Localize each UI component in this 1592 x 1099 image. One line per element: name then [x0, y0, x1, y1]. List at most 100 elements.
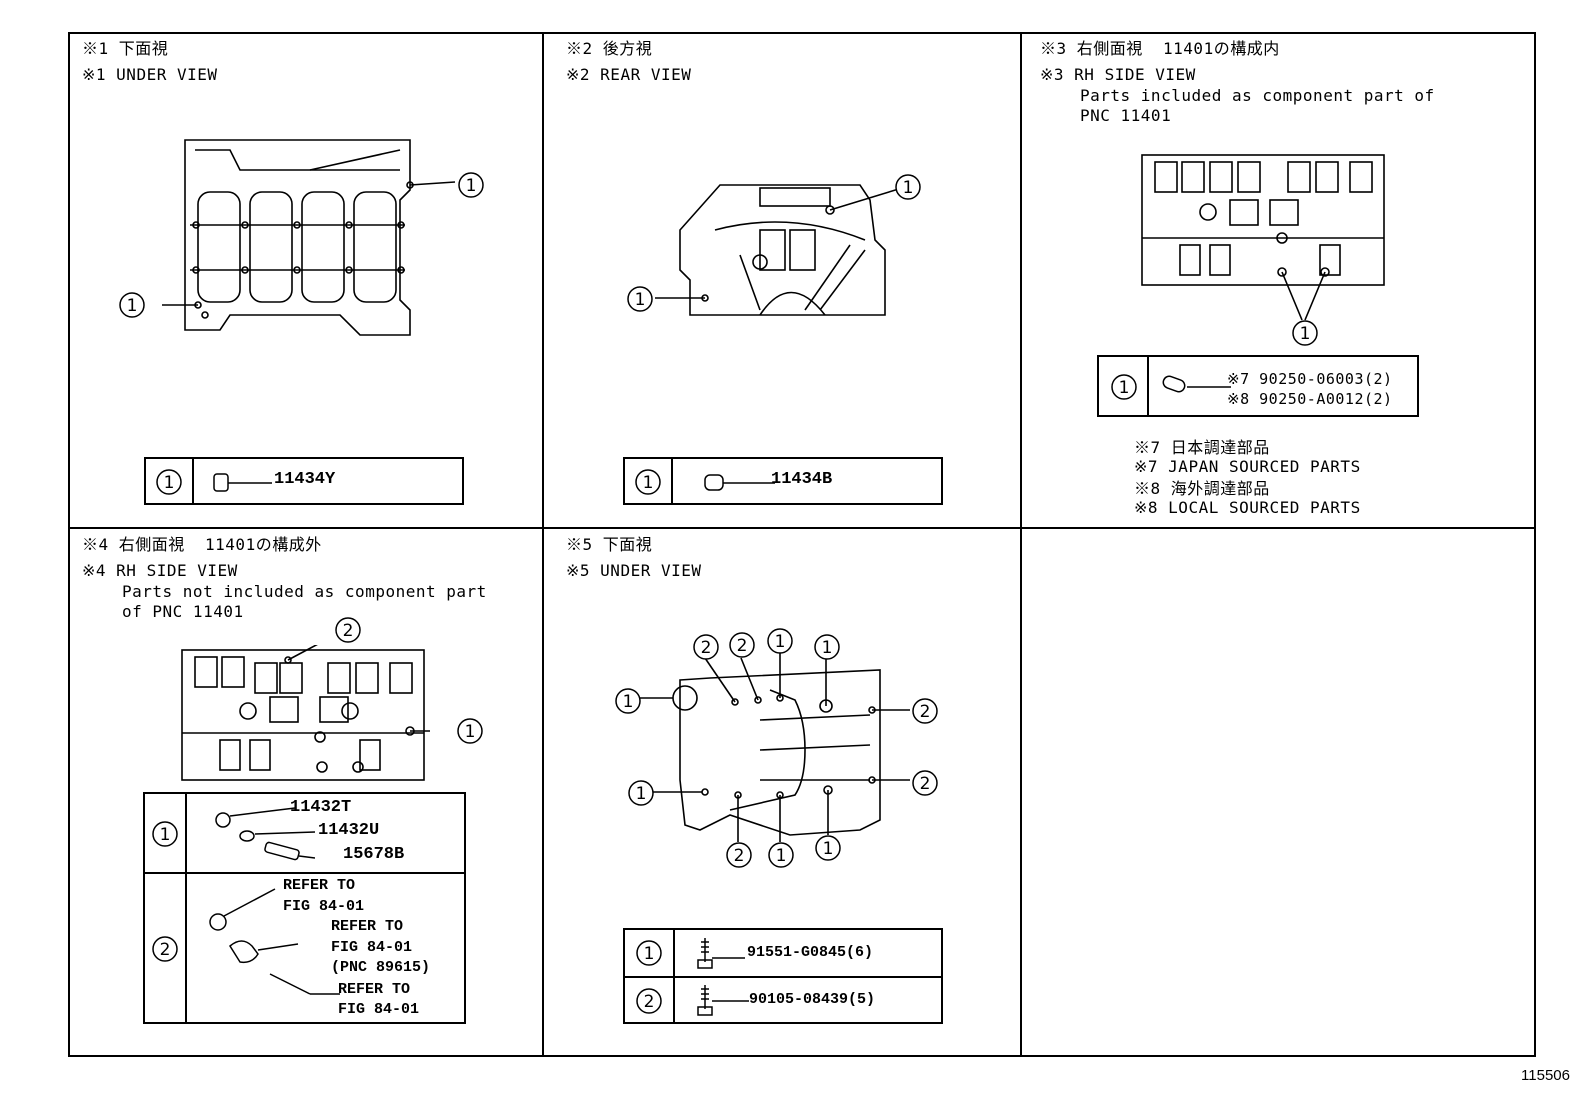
- callout-1: 1: [458, 172, 484, 198]
- callout-1: 1: [1292, 320, 1318, 346]
- note: ※8 海外調達部品: [1134, 479, 1270, 498]
- panel-title-jp: ※3 右側面視 11401の構成内: [1040, 39, 1280, 58]
- svg-text:1: 1: [164, 473, 175, 493]
- part-number: 11432T: [290, 798, 352, 817]
- grid-divider: [68, 527, 1536, 529]
- reference-text: REFER TO: [331, 918, 404, 935]
- engine-block-rear-view: [655, 184, 903, 316]
- panel-title-jp: ※5 下面視: [566, 535, 653, 554]
- reference-text: FIG 84-01: [283, 898, 365, 915]
- svg-text:1: 1: [1119, 378, 1130, 398]
- reference-text: FIG 84-01: [331, 939, 413, 956]
- plug-icon: [1162, 375, 1231, 393]
- reference-text: REFER TO: [283, 877, 356, 894]
- panel-description: Parts not included as component part: [122, 582, 487, 601]
- callout-1: 1: [627, 286, 653, 312]
- svg-text:2: 2: [920, 774, 931, 794]
- grid-divider: [542, 32, 544, 1057]
- diagram-frame: [68, 32, 1536, 1057]
- panel-title-en: ※1 UNDER VIEW: [82, 65, 218, 84]
- svg-text:1: 1: [1300, 324, 1311, 344]
- engine-block-rh-side-included: [1141, 154, 1385, 321]
- part-number: 91551-G0845(6): [747, 944, 874, 961]
- svg-text:2: 2: [160, 940, 171, 960]
- callout-1: 1: [152, 821, 178, 847]
- svg-text:2: 2: [701, 638, 712, 658]
- callout-1: 1: [768, 842, 794, 868]
- callout-1: 1: [457, 718, 483, 744]
- note: ※7 日本調達部品: [1134, 438, 1270, 457]
- callout-1: 1: [628, 780, 654, 806]
- panel-title-en: ※2 REAR VIEW: [566, 65, 692, 84]
- svg-text:1: 1: [644, 944, 655, 964]
- callout-1: 1: [814, 634, 840, 660]
- part-number: ※7 90250-06003(2): [1227, 370, 1393, 388]
- parts-table: 1 11434Y: [144, 457, 464, 505]
- part-number: 15678B: [343, 845, 405, 864]
- svg-text:1: 1: [903, 178, 914, 198]
- callout-2: 2: [726, 842, 752, 868]
- reference-text: FIG 84-01: [338, 1001, 420, 1018]
- svg-text:2: 2: [734, 846, 745, 866]
- engine-block-under-view: [162, 139, 456, 336]
- note: ※8 LOCAL SOURCED PARTS: [1134, 498, 1361, 517]
- callout-2: 2: [335, 617, 361, 643]
- reference-text: (PNC 89615): [331, 959, 431, 976]
- part-number: 11432U: [318, 821, 380, 840]
- svg-text:2: 2: [737, 636, 748, 656]
- parts-table: 1 ※7 90250-06003(2) ※8 90250-A0012(2): [1097, 355, 1419, 417]
- panel-title-en: ※4 RH SIDE VIEW: [82, 561, 238, 580]
- panel-title-jp: ※1 下面視: [82, 39, 169, 58]
- callout-1: 1: [156, 469, 182, 495]
- callout-2: 2: [693, 634, 719, 660]
- illustration-id: 115506: [1521, 1067, 1570, 1084]
- svg-text:1: 1: [623, 692, 634, 712]
- engine-block-rh-side-not-included: [181, 645, 430, 781]
- grid-divider: [1020, 32, 1022, 1057]
- plug-icon: [704, 474, 775, 491]
- svg-text:1: 1: [822, 638, 833, 658]
- panel-empty: [1022, 529, 1534, 1055]
- callout-1: 1: [119, 292, 145, 318]
- callout-2: 2: [636, 988, 662, 1014]
- callout-2: 2: [912, 770, 938, 796]
- bolt-icon: [697, 985, 749, 1016]
- panel-title-en: ※3 RH SIDE VIEW: [1040, 65, 1196, 84]
- panel-title-jp: ※4 右側面視 11401の構成外: [82, 535, 322, 554]
- svg-text:2: 2: [644, 992, 655, 1012]
- callout-1: 1: [636, 940, 662, 966]
- panel-description: of PNC 11401: [122, 602, 244, 621]
- svg-text:1: 1: [465, 722, 476, 742]
- callout-2: 2: [152, 936, 178, 962]
- bolt-washer-icon: [215, 807, 315, 861]
- parts-table: 1 11432T 11432U 15678B 2 REFER TO FIG 84…: [143, 792, 466, 1024]
- callout-1: 1: [815, 835, 841, 861]
- svg-text:1: 1: [160, 825, 171, 845]
- svg-text:1: 1: [775, 632, 786, 652]
- callout-1: 1: [635, 469, 661, 495]
- part-number: 90105-08439(5): [749, 991, 876, 1008]
- svg-text:1: 1: [636, 784, 647, 804]
- callout-1: 1: [767, 628, 793, 654]
- callout-1: 1: [1111, 374, 1137, 400]
- panel-title-en: ※5 UNDER VIEW: [566, 561, 702, 580]
- svg-text:2: 2: [343, 621, 354, 641]
- svg-text:2: 2: [920, 702, 931, 722]
- panel-description: PNC 11401: [1080, 106, 1172, 125]
- plug-icon: [213, 473, 272, 492]
- sensor-stud-icon: [209, 888, 340, 995]
- callout-1: 1: [615, 688, 641, 714]
- oil-pan-under-view: [640, 652, 910, 842]
- svg-text:1: 1: [776, 846, 787, 866]
- part-number: 11434B: [771, 470, 833, 489]
- callout-2: 2: [912, 698, 938, 724]
- note: ※7 JAPAN SOURCED PARTS: [1134, 457, 1361, 476]
- bolt-icon: [697, 938, 745, 969]
- reference-text: REFER TO: [338, 981, 411, 998]
- parts-table: 1 91551-G0845(6) 2 90105-08439(5): [623, 928, 943, 1024]
- panel-title-jp: ※2 後方視: [566, 39, 653, 58]
- callout-1: 1: [895, 174, 921, 200]
- svg-text:1: 1: [823, 839, 834, 859]
- panel-description: Parts included as component part of: [1080, 86, 1435, 105]
- svg-text:1: 1: [466, 176, 477, 196]
